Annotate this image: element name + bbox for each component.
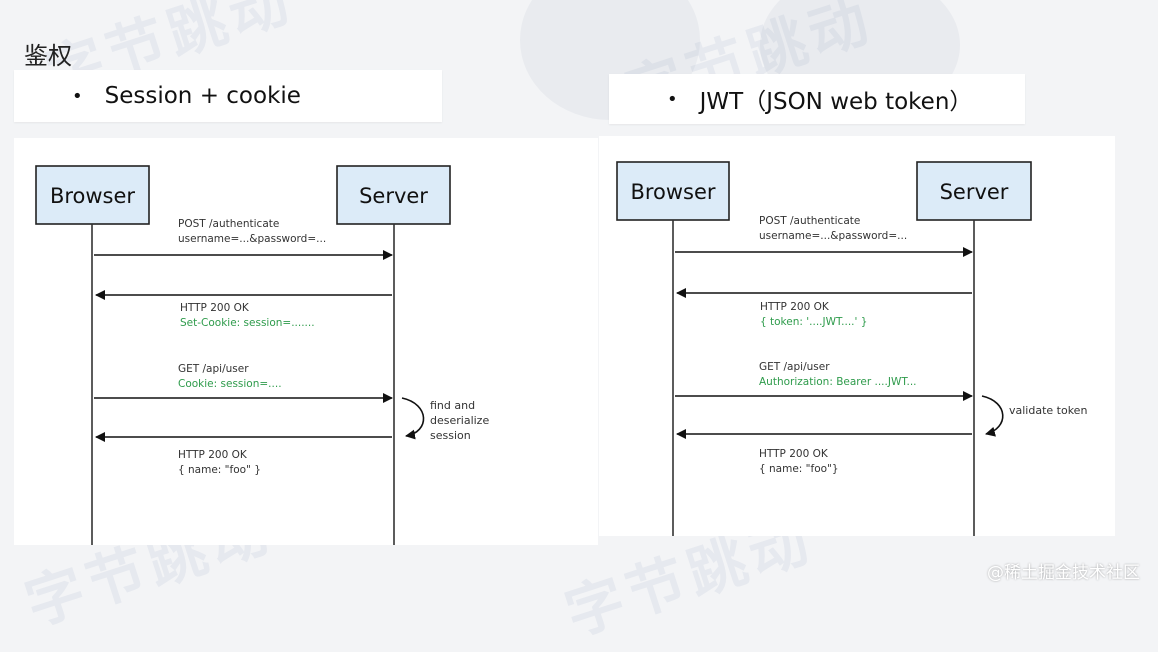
- message-line: POST /authenticate: [178, 218, 279, 230]
- note-line: session: [430, 429, 471, 442]
- message-line: HTTP 200 OK: [178, 449, 248, 461]
- message-line: { token: '....JWT....' }: [760, 316, 867, 328]
- footer-credit: @稀土掘金技术社区: [987, 563, 1140, 583]
- bullet: •: [667, 88, 678, 110]
- server-lane-label: Server: [940, 180, 1009, 204]
- message-line: POST /authenticate: [759, 215, 860, 227]
- message-line: HTTP 200 OK: [180, 302, 250, 314]
- heading-session-cookie: • Session + cookie: [14, 70, 442, 122]
- heading-jwt: • JWT（JSON web token）: [609, 74, 1025, 124]
- sequence-diagram: Browser Server POST /authenticate userna…: [35, 165, 489, 545]
- server-lane-box: [336, 165, 451, 225]
- self-loop-arrow: [401, 397, 425, 440]
- page-title: 鉴权: [24, 42, 72, 70]
- heading-label: JWT（JSON web token）: [699, 89, 973, 115]
- message-line: { name: "foo"}: [759, 463, 839, 475]
- message-line: HTTP 200 OK: [760, 301, 830, 313]
- message-line: username=...&password=...: [178, 233, 326, 245]
- session-cookie-diagram: Browser Server POST /authenticate userna…: [14, 138, 598, 545]
- self-loop-arrow: [981, 395, 1004, 437]
- message-line: Cookie: session=....: [178, 378, 282, 390]
- message-line: Set-Cookie: session=.......: [180, 317, 315, 329]
- note-line: deserialize: [430, 414, 489, 427]
- server-lane-label: Server: [359, 184, 428, 208]
- server-lane-box: [916, 161, 1032, 221]
- message-line: Authorization: Bearer ....JWT...: [759, 376, 917, 388]
- browser-lane-label: Browser: [50, 184, 135, 208]
- message-line: username=...&password=...: [759, 230, 907, 242]
- message-line: GET /api/user: [178, 363, 249, 375]
- message-line: { name: "foo" }: [178, 464, 261, 476]
- bullet: •: [72, 85, 83, 107]
- note-line: validate token: [1009, 404, 1087, 417]
- browser-lane-label: Browser: [630, 180, 715, 204]
- jwt-diagram: Browser Server POST /authenticate userna…: [599, 136, 1115, 536]
- sequence-diagram: Browser Server POST /authenticate userna…: [616, 161, 1087, 536]
- heading-label: Session + cookie: [104, 83, 301, 109]
- note-line: find and: [430, 399, 475, 412]
- message-line: GET /api/user: [759, 361, 830, 373]
- message-line: HTTP 200 OK: [759, 448, 829, 460]
